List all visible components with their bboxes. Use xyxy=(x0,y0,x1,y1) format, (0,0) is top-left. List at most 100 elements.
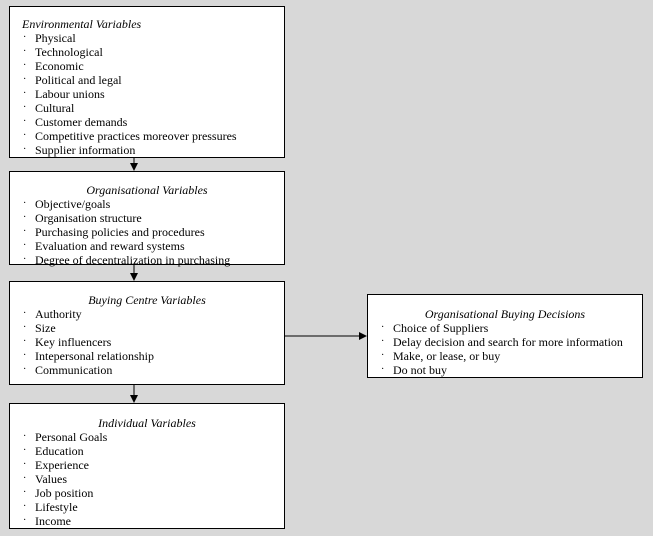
organisational-buying-decisions-item-label: Make, or lease, or buy xyxy=(393,349,501,363)
bullet-icon: · xyxy=(23,350,27,361)
environmental-variables-item-label: Technological xyxy=(35,45,103,59)
organisational-variables-item: · Evaluation and reward systems xyxy=(23,239,284,253)
bullet-icon: · xyxy=(23,322,27,333)
individual-variables-item-label: Education xyxy=(35,444,84,458)
environmental-variables-item-label: Labour unions xyxy=(35,87,105,101)
buying-centre-variables-item: · Size xyxy=(23,321,284,335)
environmental-variables-item-label: Competitive practices moreover pressures xyxy=(35,129,237,143)
environmental-variables-item-label: Cultural xyxy=(35,101,75,115)
bullet-icon: · xyxy=(23,501,27,512)
environmental-variables-item: · Competitive practices moreover pressure… xyxy=(23,129,284,143)
bullet-icon: · xyxy=(23,254,27,265)
environmental-variables-item-label: Political and legal xyxy=(35,73,122,87)
individual-variables-box: Individual Variables · Personal Goals · Edu… xyxy=(9,403,285,529)
individual-variables-item-label: Values xyxy=(35,472,67,486)
organisational-variables-item: · Organisation structure xyxy=(23,211,284,225)
bullet-icon: · xyxy=(23,130,27,141)
organisational-buying-decisions-item-label: Delay decision and search for more infor… xyxy=(393,335,623,349)
bullet-icon: · xyxy=(23,102,27,113)
individual-variables-item: · Values xyxy=(23,472,284,486)
organisational-variables-list: ·Objective/goals·Organisation structure·… xyxy=(23,197,284,267)
environmental-variables-item-label: Customer demands xyxy=(35,115,128,129)
bullet-icon: · xyxy=(23,88,27,99)
environmental-variables-item-label: Physical xyxy=(35,31,76,45)
buying-centre-variables-item-label: Size xyxy=(35,321,56,335)
environmental-variables-item: · Technological xyxy=(23,45,284,59)
buying-centre-variables-item: · Communication xyxy=(23,363,284,377)
individual-variables-item: · Lifestyle xyxy=(23,500,284,514)
environmental-variables-title: Environmental Variables xyxy=(22,17,142,31)
environmental-variables-item: · Customer demands xyxy=(23,115,284,129)
individual-variables-item-label: Experience xyxy=(35,458,89,472)
bullet-icon: · xyxy=(23,226,27,237)
bullet-icon: · xyxy=(23,459,27,470)
bullet-icon: · xyxy=(23,60,27,71)
environmental-variables-item: · Supplier information xyxy=(23,143,284,157)
buying-centre-variables-item-label: Key influencers xyxy=(35,335,112,349)
bullet-icon: · xyxy=(23,144,27,155)
environmental-variables-list: · Physical · Technological · Economic · Politic… xyxy=(23,31,284,157)
organisational-variables-item: · Degree of decentralization in purchasin… xyxy=(23,253,284,267)
individual-variables-item: · Experience xyxy=(23,458,284,472)
environmental-variables-box: Environmental Variables · Physical · Techno… xyxy=(9,6,285,158)
individual-variables-item-label: Job position xyxy=(35,486,94,500)
organisational-variables-box: Organisational Variables · Objective/goal… xyxy=(9,171,285,267)
buying-centre-variables-title: Buying Centre Variables xyxy=(88,293,206,307)
bullet-icon: · xyxy=(23,487,27,498)
buying-centre-variables-item: · Intepersonal relationship xyxy=(23,349,284,363)
individual-variables-item: · Job position xyxy=(23,486,284,500)
bullet-icon: · xyxy=(23,473,27,484)
individual-variables-title: Individual Variables xyxy=(98,416,196,430)
organisational-variables-item: · Objective/goals xyxy=(23,197,284,211)
buying-centre-variables-item: · Authority xyxy=(23,307,284,321)
bullet-icon: · xyxy=(23,431,27,442)
bullet-icon: · xyxy=(23,445,27,456)
bullet-icon: · xyxy=(381,336,385,347)
environmental-variables-item-label: Economic xyxy=(35,59,84,73)
organisational-buying-decisions-list: · Choice of Suppliers · Delay decision and … xyxy=(381,321,642,377)
corner-mark: ⠁ xyxy=(641,0,649,9)
environmental-variables-item: · Cultural xyxy=(23,101,284,115)
organisational-variables-item: · Purchasing policies and procedures xyxy=(23,225,284,239)
individual-variables-item: · Personal Goals xyxy=(23,430,284,444)
individual-variables-item-label: Personal Goals xyxy=(35,430,108,444)
buying-centre-variables-item-label: Intepersonal relationship xyxy=(35,349,154,363)
individual-variables-item-label: Lifestyle xyxy=(35,500,78,514)
bullet-icon: · xyxy=(381,322,385,333)
bullet-icon: · xyxy=(381,364,385,375)
organisational-buying-decisions-item: · Delay decision and search for more info… xyxy=(381,335,642,349)
organisational-variables-item-label: Purchasing policies and procedures xyxy=(35,225,205,239)
organisational-buying-decisions-box: Organisational Buying Decisions · Choice … xyxy=(367,294,643,378)
organisational-buying-decisions-item-label: Do not buy xyxy=(393,363,447,377)
buying-centre-variables-item-label: Authority xyxy=(35,307,82,321)
organisational-buying-decisions-item: · Choice of Suppliers xyxy=(381,321,642,335)
bullet-icon: · xyxy=(23,364,27,375)
buying-centre-variables-item: · Key influencers xyxy=(23,335,284,349)
organisational-variables-title: Organisational Variables xyxy=(86,183,208,197)
environmental-variables-item: · Physical xyxy=(23,31,284,45)
organisational-variables-item-label: Organisation structure xyxy=(35,211,142,225)
bullet-icon: · xyxy=(23,198,27,209)
organisational-variables-item-label: Degree of decentralization in purchasing xyxy=(35,253,231,267)
individual-variables-item-label: Income xyxy=(35,514,71,528)
environmental-variables-item: · Labour unions xyxy=(23,87,284,101)
bullet-icon: · xyxy=(23,46,27,57)
bullet-icon: · xyxy=(23,116,27,127)
bullet-icon: · xyxy=(23,74,27,85)
bullet-icon: · xyxy=(23,32,27,43)
bullet-icon: · xyxy=(23,308,27,319)
bullet-icon: · xyxy=(23,336,27,347)
environmental-variables-item-label: Supplier information xyxy=(35,143,136,157)
individual-variables-item: · Education xyxy=(23,444,284,458)
bullet-icon: · xyxy=(23,240,27,251)
organisational-buying-decisions-item: · Do not buy xyxy=(381,363,642,377)
buying-centre-variables-item-label: Communication xyxy=(35,363,113,377)
environmental-variables-item: · Political and legal xyxy=(23,73,284,87)
individual-variables-item: ·Income xyxy=(23,514,284,528)
organisational-buying-decisions-title: Organisational Buying Decisions xyxy=(424,307,586,321)
organisational-buying-decisions-item-label: Choice of Suppliers xyxy=(393,321,489,335)
organisational-variables-item-label: Objective/goals xyxy=(35,197,111,211)
individual-variables-list: · Personal Goals · Education · Experience · Val… xyxy=(23,430,284,528)
organisational-variables-item-label: Evaluation and reward systems xyxy=(35,239,185,253)
bullet-icon: · xyxy=(23,212,27,223)
